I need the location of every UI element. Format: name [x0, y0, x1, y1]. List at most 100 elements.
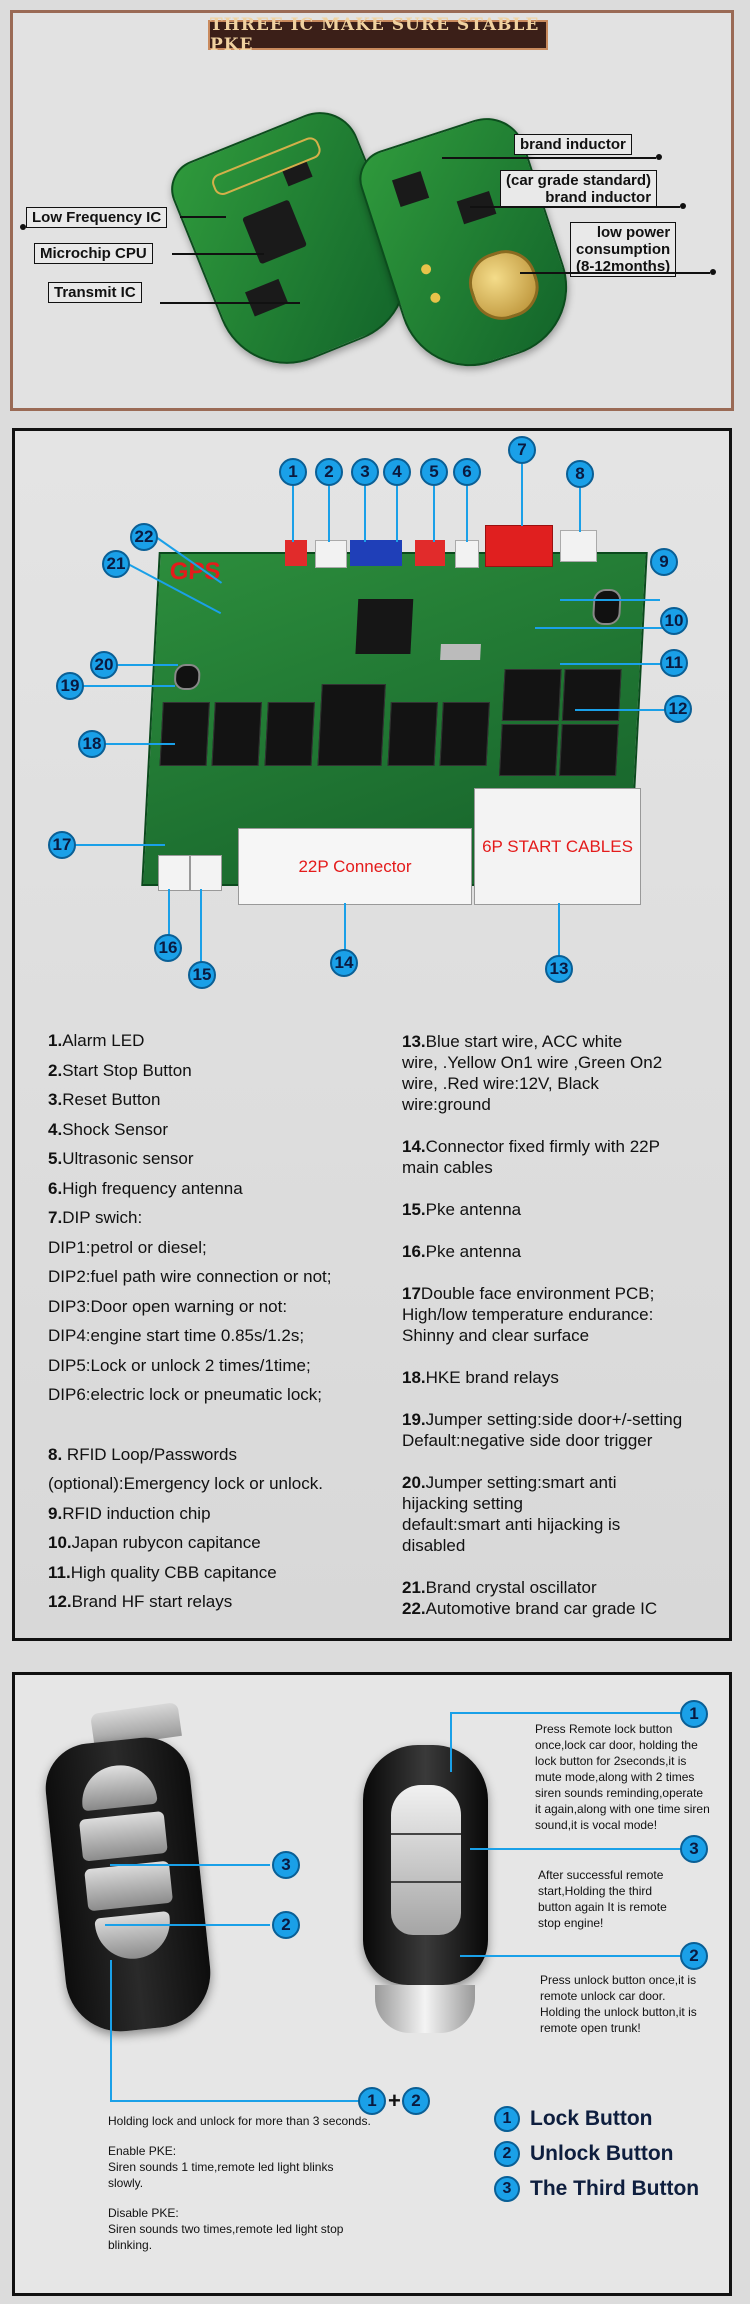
callout-3: 3	[351, 458, 379, 486]
list-item: 21.Brand crystal oscillator	[402, 1578, 597, 1597]
callout-20: 20	[90, 651, 118, 679]
callout-line	[560, 663, 672, 665]
callout-18: 18	[78, 730, 106, 758]
label-microchip-cpu: Microchip CPU	[34, 243, 153, 264]
coin-battery	[460, 242, 547, 328]
dip-item: DIP2:fuel path wire connection or not;	[48, 1267, 332, 1286]
list-item-cont: (optional):Emergency lock or unlock.	[48, 1474, 323, 1493]
label-brand-inductor: brand inductor	[514, 134, 632, 155]
relay	[561, 669, 622, 721]
fob-button	[78, 1761, 158, 1812]
pke-note: Holding lock and unlock for more than 3 …	[108, 2114, 371, 2252]
crystal	[440, 644, 481, 660]
callout-21: 21	[102, 550, 130, 578]
callout-line	[450, 1712, 452, 1772]
list-item: 10.Japan rubycon capitance	[48, 1533, 261, 1552]
remote-fob-left	[41, 1733, 216, 2037]
leader-line	[180, 216, 226, 218]
callout-6: 6	[453, 458, 481, 486]
callout-line	[558, 903, 560, 957]
connector-dip-switch	[485, 525, 553, 567]
callout-7: 7	[508, 436, 536, 464]
callout-2: 2	[315, 458, 343, 486]
callout-2: 2	[402, 2087, 430, 2115]
callout-2: 2	[680, 1942, 708, 1970]
callout-line	[105, 743, 175, 745]
callout-8: 8	[566, 460, 594, 488]
callout-line	[460, 1955, 690, 1957]
key-chrome-tip	[375, 1985, 475, 2033]
callout-line	[110, 1864, 270, 1866]
leader-line	[172, 253, 264, 255]
connector-white	[315, 540, 347, 568]
callout-line	[470, 1848, 690, 1850]
list-item: 6.High frequency antenna	[48, 1178, 243, 1198]
label-low-frequency-ic: Low Frequency IC	[26, 207, 168, 228]
callout-line	[396, 486, 398, 542]
list-item: 11.High quality CBB capitance	[48, 1562, 277, 1582]
callout-3: 3	[272, 1851, 300, 1879]
callout-line	[560, 599, 660, 601]
callout-line	[110, 2100, 360, 2102]
remote-fob-right	[363, 1745, 488, 1985]
cpu-chip	[355, 599, 414, 654]
leader-dot	[656, 154, 662, 160]
label-car-grade-inductor: (car grade standard) brand inductor	[500, 170, 658, 208]
dip-item: DIP1:petrol or diesel;	[48, 1237, 207, 1257]
callout-line	[450, 1712, 690, 1714]
callout-line	[535, 627, 675, 629]
callout-10: 10	[660, 607, 688, 635]
dip-item: DIP5:Lock or unlock 2 times/1time;	[48, 1355, 311, 1375]
relay	[559, 724, 619, 776]
callout-line	[110, 1960, 112, 2100]
relay	[499, 724, 559, 776]
list-item: 13.Blue start wire, ACC white wire, .Yel…	[402, 1032, 663, 1114]
callout-14: 14	[330, 949, 358, 977]
callout-12: 12	[664, 695, 692, 723]
callout-line	[328, 486, 330, 542]
dip-item: DIP6:electric lock or pneumatic lock;	[48, 1385, 322, 1404]
callout-3: 3	[680, 1835, 708, 1863]
leader-line	[470, 206, 680, 208]
antenna-connector	[158, 855, 190, 891]
list-item: 7.DIP swich:	[48, 1208, 143, 1227]
divider	[391, 1833, 461, 1835]
dip-item: DIP4:engine start time 0.85s/1.2s;	[48, 1326, 305, 1345]
callout-1: 1	[358, 2087, 386, 2115]
leader-dot	[710, 269, 716, 275]
fob-button-third	[78, 1810, 168, 1862]
capacitor	[591, 589, 622, 625]
callout-line	[364, 486, 366, 542]
callout-13: 13	[545, 955, 573, 983]
callout-line	[344, 903, 346, 957]
chip	[391, 171, 430, 208]
chip	[245, 278, 289, 317]
list-item: 22.Automotive brand car grade IC	[402, 1599, 658, 1618]
leader-line	[442, 157, 656, 159]
antenna-connector	[190, 855, 222, 891]
callout-17: 17	[48, 831, 76, 859]
section-banner: THREE IC MAKE SURE STABLE PKE	[208, 15, 548, 55]
callout-5: 5	[420, 458, 448, 486]
connector-22p: 22P Connector	[238, 828, 472, 905]
label-transmit-ic: Transmit IC	[48, 282, 142, 303]
leader-dot	[680, 203, 686, 209]
callout-9: 9	[650, 548, 678, 576]
list-item: 14.Connector fixed firmly with 22P main …	[402, 1137, 660, 1177]
pad	[419, 262, 433, 276]
list-item: 2.Start Stop Button	[48, 1060, 192, 1080]
relay	[439, 702, 490, 766]
divider	[391, 1881, 461, 1883]
callout-line	[168, 889, 170, 947]
list-item: 15.Pke antenna	[402, 1200, 522, 1219]
callout-2: 2	[272, 1911, 300, 1939]
relay	[264, 702, 315, 766]
callout-line	[466, 486, 468, 542]
callout-line	[105, 1924, 270, 1926]
callout-1: 1	[279, 458, 307, 486]
relay	[387, 702, 438, 766]
callout-16: 16	[154, 934, 182, 962]
list-item: 20.Jumper setting:smart anti hijacking s…	[402, 1473, 621, 1555]
